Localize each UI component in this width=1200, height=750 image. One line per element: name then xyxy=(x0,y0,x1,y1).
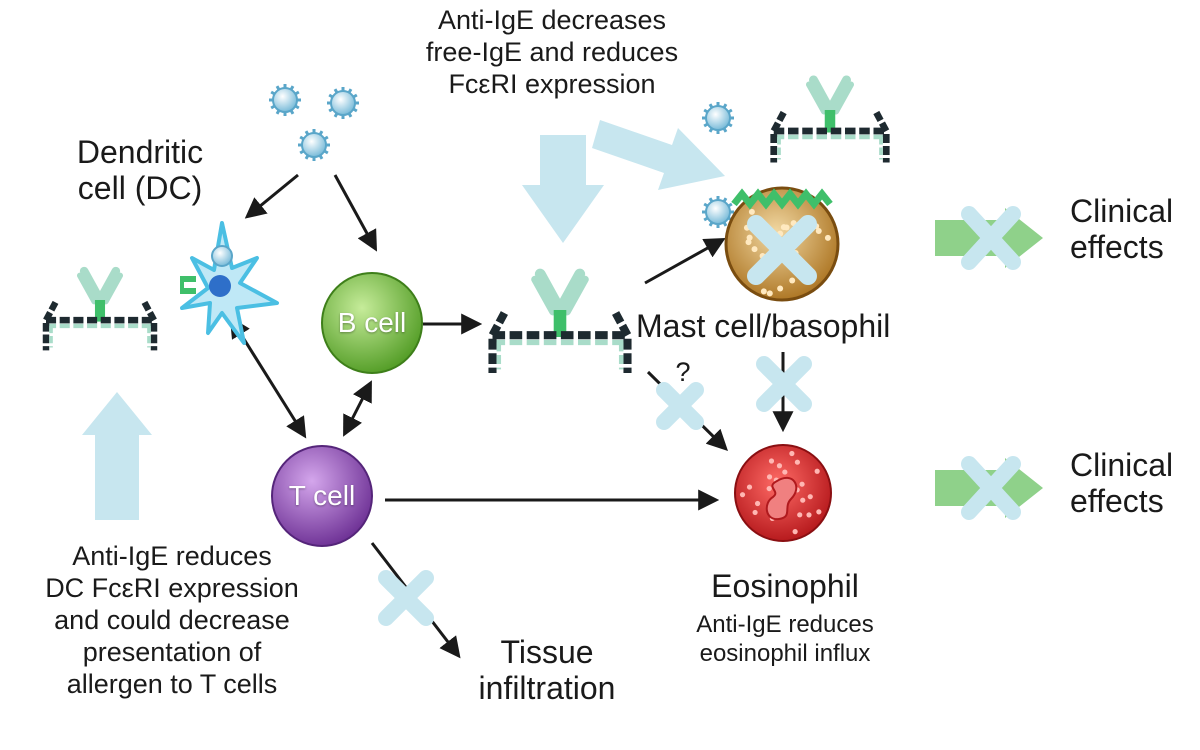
dendritic-label-line-1: Dendritic xyxy=(76,134,204,170)
anti-ige-top-note: Anti-IgE decreases free-IgE and reduces … xyxy=(372,4,732,100)
clinical-2-line-1: Clinical xyxy=(1070,447,1174,483)
block-x-mast-cell xyxy=(747,215,817,285)
dendritic-label-line-2: cell (DC) xyxy=(77,170,203,206)
eos-note-line-1: Anti-IgE reduces xyxy=(696,611,874,638)
clinical-effect-arrow-1 xyxy=(935,206,1043,270)
clinical-1-line-1: Clinical xyxy=(1070,193,1174,229)
anti-ige-block-arrows xyxy=(82,120,725,520)
dc-note-line-2: DC FcεRI expression xyxy=(45,573,299,603)
b-cell-label: B cell xyxy=(337,307,407,338)
allergen-particle-icon xyxy=(298,129,330,161)
dc-anti-ige-note: Anti-IgE reduces DC FcεRI expression and… xyxy=(12,540,332,700)
tissue-infiltration-label: Tissue infiltration xyxy=(462,634,632,706)
block-x-tissue xyxy=(378,570,434,626)
allergen-particle-icon xyxy=(327,87,359,119)
arrow-bcell-tcell xyxy=(343,380,372,437)
anti-ige-top-line-2: free-IgE and reduces xyxy=(425,37,679,67)
allergen-particle-icon xyxy=(702,196,734,228)
block-arrow-up-left-stem xyxy=(95,430,139,520)
clinical-effects-label-1: Clinical effects xyxy=(1070,193,1198,265)
tissue-line-2: infiltration xyxy=(478,670,616,706)
clinical-2-line-2: effects xyxy=(1070,483,1164,519)
clinical-effect-arrow-2 xyxy=(935,456,1043,520)
eosinophil-cell xyxy=(734,444,832,542)
ige-antibody-left-icon xyxy=(42,266,158,351)
anti-ige-top-line-3: FcεRI expression xyxy=(448,69,656,99)
allergen-particles xyxy=(269,84,734,228)
ige-antibodies xyxy=(42,75,890,374)
ige-antibody-top-right-icon xyxy=(770,75,890,163)
allergen-particle-icon xyxy=(702,102,734,134)
arrow-ige-to-mast xyxy=(644,237,726,285)
anti-ige-top-line-1: Anti-IgE decreases xyxy=(437,5,667,35)
eos-note-line-2: eosinophil influx xyxy=(699,640,871,667)
dendritic-cell xyxy=(180,221,279,345)
mast-cell xyxy=(724,186,840,302)
eosinophil-label: Eosinophil xyxy=(711,568,859,604)
clinical-1-line-2: effects xyxy=(1070,229,1164,265)
t-cell xyxy=(271,445,373,547)
dc-note-line-5: allergen to T cells xyxy=(66,669,278,699)
dc-note-line-4: presentation of xyxy=(82,637,262,667)
clinical-effects-label-2: Clinical effects xyxy=(1070,447,1198,519)
eosinophil-note: Anti-IgE reduces eosinophil influx xyxy=(640,610,930,668)
t-cell-label: T cell xyxy=(288,480,356,511)
dc-note-line-3: and could decrease xyxy=(54,605,290,635)
block-x-marks xyxy=(378,356,812,626)
tissue-line-1: Tissue xyxy=(500,634,594,670)
block-arrow-diagonal-top xyxy=(592,120,725,190)
dendritic-cell-label: Dendritic cell (DC) xyxy=(40,134,240,206)
block-arrow-down-center xyxy=(522,135,604,243)
ige-antibody-center-icon xyxy=(488,268,632,374)
allergen-particle-icon xyxy=(269,84,301,116)
block-x-ige-eos xyxy=(656,382,704,430)
arrow-allergen-to-dc xyxy=(244,173,299,219)
mast-cell-label: Mast cell/basophil xyxy=(636,308,891,344)
b-cell xyxy=(321,272,423,374)
question-mark: ? xyxy=(675,357,691,387)
block-x-mast-eos xyxy=(756,356,812,412)
dc-note-line-1: Anti-IgE reduces xyxy=(72,541,272,571)
arrow-allergen-to-bcell xyxy=(333,174,378,252)
